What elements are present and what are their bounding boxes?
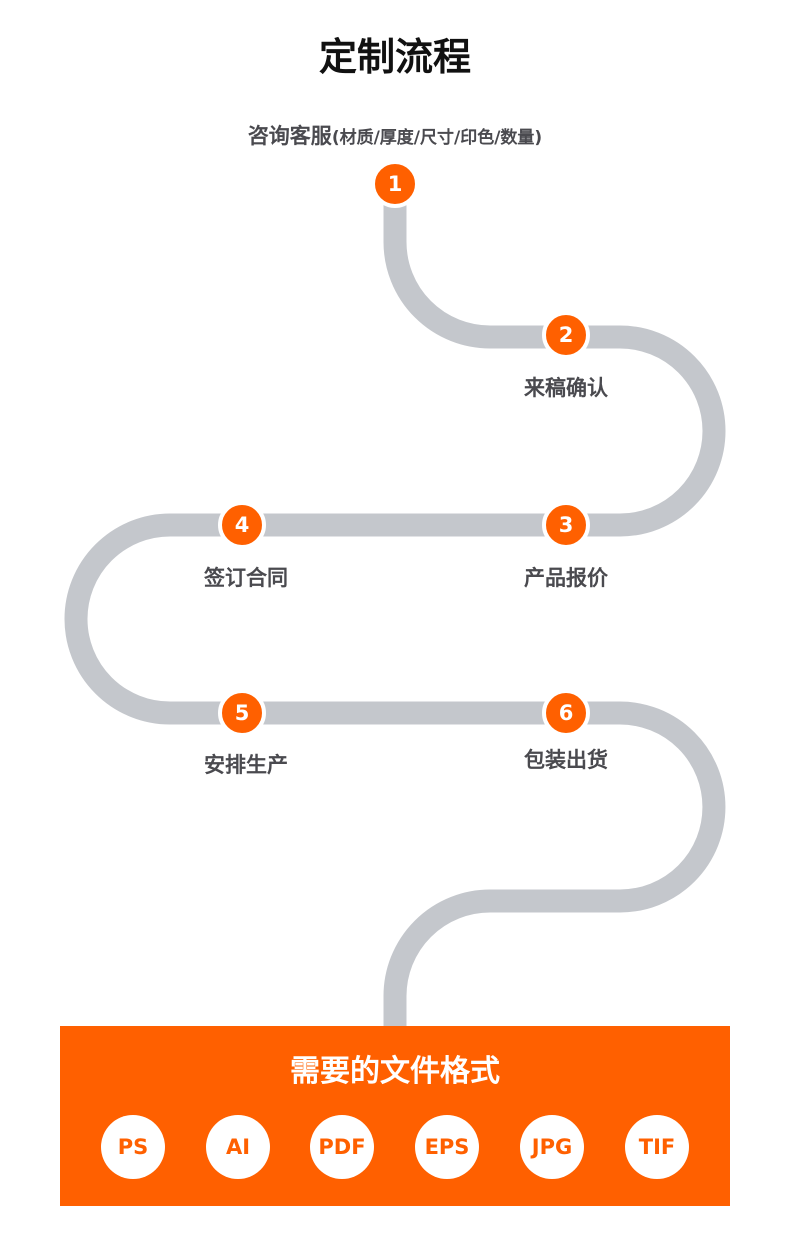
format-eps: EPS bbox=[415, 1115, 479, 1179]
format-tif: TIF bbox=[625, 1115, 689, 1179]
step-1-title: 咨询客服 bbox=[247, 124, 332, 148]
format-ps: PS bbox=[101, 1115, 165, 1179]
step-3-label: 产品报价 bbox=[524, 566, 608, 590]
step-1-label: 咨询客服(材质/厚度/尺寸/印色/数量) bbox=[0, 120, 790, 150]
step-1-detail: (材质/厚度/尺寸/印色/数量) bbox=[331, 128, 543, 148]
file-formats-panel: 需要的文件格式 PS AI PDF EPS JPG TIF bbox=[60, 1026, 730, 1206]
step-1-badge: 1 bbox=[371, 160, 419, 208]
page-title: 定制流程 bbox=[318, 35, 471, 79]
format-pdf: PDF bbox=[310, 1115, 374, 1179]
step-6-badge: 6 bbox=[542, 689, 590, 737]
file-formats-title: 需要的文件格式 bbox=[290, 1054, 500, 1089]
step-2-label: 来稿确认 bbox=[524, 376, 608, 400]
step-4-label: 签订合同 bbox=[204, 566, 288, 590]
step-2-badge: 2 bbox=[542, 311, 590, 359]
format-jpg: JPG bbox=[520, 1115, 584, 1179]
step-3-badge: 3 bbox=[542, 501, 590, 549]
step-5-label: 安排生产 bbox=[204, 753, 288, 777]
step-6-label: 包装出货 bbox=[524, 748, 608, 772]
step-4-badge: 4 bbox=[218, 501, 266, 549]
step-5-badge: 5 bbox=[218, 689, 266, 737]
format-ai: AI bbox=[206, 1115, 270, 1179]
